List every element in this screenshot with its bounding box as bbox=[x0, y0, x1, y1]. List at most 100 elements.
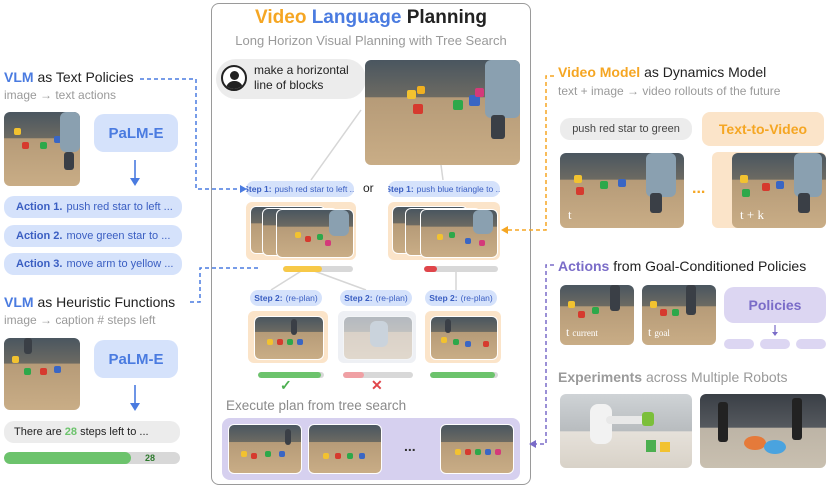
step2-frame-3 bbox=[430, 316, 498, 360]
step1-right-text: push blue triangle to ... bbox=[416, 184, 500, 194]
text-policy-title-rest: as Text Policies bbox=[37, 69, 134, 85]
step1-left-text: push red star to left ... bbox=[274, 184, 354, 194]
frame-t-label: t bbox=[568, 207, 572, 222]
t-goal-image: t goal bbox=[642, 285, 716, 345]
frame-tk-label: t + k bbox=[740, 207, 764, 222]
t-current-image: t current bbox=[560, 285, 634, 345]
text-policy-title: VLM as Text Policies bbox=[4, 69, 134, 85]
heuristic-image bbox=[4, 338, 80, 410]
steps-num: 28 bbox=[64, 426, 78, 438]
policy-output-2 bbox=[760, 339, 790, 349]
t-goal-sub: goal bbox=[654, 328, 670, 338]
step1-left-label: Step 1: bbox=[246, 184, 272, 194]
text-policy-title-strong: VLM bbox=[4, 69, 34, 85]
step2-text-1: (re-plan) bbox=[285, 293, 318, 303]
check-icon: ✓ bbox=[280, 377, 292, 393]
left-connector-lines bbox=[140, 78, 260, 303]
step2-value-bar-2 bbox=[343, 372, 413, 378]
video-model-sub: text + image → video rollouts of the fut… bbox=[558, 84, 781, 98]
step2-label-1: Step 2: bbox=[254, 293, 283, 303]
goal-text: make a horizontal line of blocks bbox=[254, 63, 349, 92]
robot-photo-1 bbox=[560, 394, 692, 468]
steps-bar-label: 28 bbox=[145, 453, 156, 463]
step1-right-value-bar bbox=[424, 266, 498, 272]
actions-title-rest: from Goal-Conditioned Policies bbox=[613, 258, 807, 274]
text-to-video-box: Text-to-Video bbox=[702, 112, 824, 146]
policy-output-3 bbox=[796, 339, 826, 349]
policies-box: Policies bbox=[724, 287, 826, 323]
execute-label: Execute plan from tree search bbox=[226, 398, 407, 413]
execute-frame-1 bbox=[228, 424, 302, 474]
step1-right-label: Step 1: bbox=[388, 184, 414, 194]
t-goal-t: t bbox=[648, 325, 652, 339]
palm-e-box-1: PaLM-E bbox=[94, 114, 178, 152]
title-video: Video bbox=[255, 7, 307, 28]
execute-frame-2 bbox=[308, 424, 382, 474]
step2-text-3: (re-plan) bbox=[460, 293, 493, 303]
step2-label-2: Step 2: bbox=[344, 293, 373, 303]
action-num-1: Action 1. bbox=[16, 201, 63, 213]
steps-left-bar-fill bbox=[4, 452, 131, 464]
step1-right-pill: Step 1: push blue triangle to ... bbox=[388, 181, 500, 197]
video-frame-t: t bbox=[560, 153, 684, 228]
video-model-title-rest: as Dynamics Model bbox=[644, 64, 767, 80]
actions-title-strong: Actions bbox=[558, 258, 610, 274]
step2-pill-3: Step 2: (re-plan) bbox=[425, 290, 497, 306]
step1-left-pill: Step 1: push red star to left ... bbox=[246, 181, 354, 197]
video-ellipsis: ... bbox=[692, 180, 706, 197]
palm-e-label-2: PaLM-E bbox=[108, 350, 164, 368]
video-model-title-strong: Video Model bbox=[558, 64, 641, 80]
policies-label: Policies bbox=[748, 297, 802, 313]
step1-right-frame-front bbox=[420, 209, 498, 258]
experiments-title-strong: Experiments bbox=[558, 369, 643, 385]
step1-left-value-bar bbox=[283, 266, 353, 272]
step2-frame-2 bbox=[343, 316, 413, 360]
main-title: Video Language Planning bbox=[211, 7, 531, 29]
action-num-2: Action 2. bbox=[16, 230, 63, 242]
step1-left-frame-front bbox=[276, 209, 354, 258]
t-current-t: t bbox=[566, 325, 570, 339]
user-icon bbox=[221, 65, 247, 91]
execute-ellipsis: ... bbox=[404, 438, 416, 454]
steps-left-pill: There are 28 steps left to ... bbox=[4, 421, 180, 443]
actions-title: Actions from Goal-Conditioned Policies bbox=[558, 258, 806, 274]
step2-pill-2: Step 2: (re-plan) bbox=[340, 290, 412, 306]
text-policy-sub: image → text actions bbox=[4, 88, 117, 102]
step2-frame-1 bbox=[254, 316, 324, 360]
steps-text-post: steps left to ... bbox=[80, 426, 149, 438]
t-current-label: t current bbox=[566, 325, 598, 340]
right-connector-lines bbox=[501, 75, 554, 448]
video-model-title: Video Model as Dynamics Model bbox=[558, 64, 766, 80]
cross-icon: ✕ bbox=[371, 377, 383, 393]
step2-label-3: Step 2: bbox=[429, 293, 458, 303]
step2-pill-1: Step 2: (re-plan) bbox=[250, 290, 322, 306]
main-subtitle: Long Horizon Visual Planning with Tree S… bbox=[235, 33, 507, 48]
text-policy-image bbox=[4, 112, 80, 186]
experiments-title-rest: across Multiple Robots bbox=[645, 369, 788, 385]
tree-lines bbox=[270, 109, 457, 291]
action-pill-3: Action 3. move arm to yellow ... bbox=[4, 253, 182, 275]
video-frame-tk: t + k bbox=[732, 153, 826, 228]
step2-text-2: (re-plan) bbox=[375, 293, 408, 303]
step2-value-bar-3 bbox=[430, 372, 498, 378]
t-current-sub: current bbox=[572, 328, 598, 338]
or-text: or bbox=[363, 181, 374, 195]
text-to-video-label: Text-to-Video bbox=[718, 121, 808, 137]
execute-frame-last bbox=[440, 424, 514, 474]
video-prompt-text: push red star to green bbox=[572, 123, 680, 135]
policies-arrow-icon bbox=[772, 325, 778, 336]
palm-e-label-1: PaLM-E bbox=[108, 124, 164, 142]
action-num-3: Action 3. bbox=[16, 258, 63, 270]
step2-stack-bg-2 bbox=[338, 311, 416, 363]
heuristic-sub: image → caption # steps left bbox=[4, 313, 156, 327]
title-language: Language bbox=[311, 7, 402, 28]
arrow-down-icon-2 bbox=[130, 385, 140, 411]
heuristic-title: VLM as Heuristic Functions bbox=[4, 294, 175, 310]
heuristic-title-rest: as Heuristic Functions bbox=[37, 294, 176, 310]
step2-value-bar-1 bbox=[258, 372, 324, 378]
video-prompt-pill: push red star to green bbox=[560, 118, 692, 140]
experiments-title: Experiments across Multiple Robots bbox=[558, 369, 788, 385]
heuristic-title-strong: VLM bbox=[4, 294, 34, 310]
policy-output-1 bbox=[724, 339, 754, 349]
palm-e-box-2: PaLM-E bbox=[94, 340, 178, 378]
